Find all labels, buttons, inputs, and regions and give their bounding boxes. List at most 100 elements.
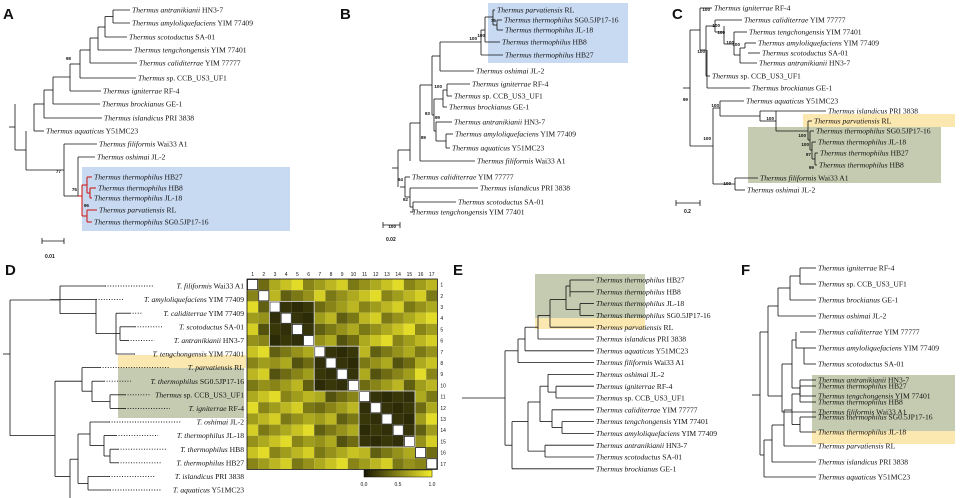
matrix-row-index: 10 bbox=[440, 383, 446, 389]
heatmap-cell bbox=[258, 379, 270, 391]
taxon-label: Thermus sp. CCB_US3_UF1 bbox=[155, 390, 244, 399]
heatmap-cell bbox=[347, 368, 359, 380]
taxon-strain: SG0.5JP17-16 bbox=[198, 377, 244, 386]
heatmap-cell bbox=[336, 435, 348, 447]
matrix-row-index: 15 bbox=[440, 439, 446, 445]
taxon-label: Thermus amyloliquefaciens YIM 77409 bbox=[596, 429, 717, 438]
taxon-label: Thermus scotoductus SA-01 bbox=[129, 33, 215, 42]
heatmap-cell bbox=[359, 413, 371, 425]
bootstrap-value: 100 bbox=[726, 40, 734, 45]
panel-label-C: C bbox=[672, 6, 683, 23]
taxon-strain: Wai33 A1 bbox=[533, 157, 565, 166]
taxon-label: Thermus igniterrae RF-4 bbox=[714, 4, 791, 13]
taxon-species: Thermus igniterrae bbox=[818, 264, 877, 273]
heatmap-cell bbox=[247, 312, 259, 324]
heatmap-cell bbox=[269, 458, 281, 470]
matrix-column-index: 11 bbox=[362, 272, 367, 278]
heatmap-cell bbox=[291, 290, 303, 302]
matrix-row-index: 6 bbox=[440, 339, 443, 345]
heatmap-cell bbox=[247, 357, 259, 369]
taxon-species: Thermus amyloliquefaciens bbox=[596, 429, 680, 438]
taxon-species: Thermus thermophilus bbox=[818, 138, 887, 147]
taxon-label: Thermus filiformis Wai33 A1 bbox=[477, 157, 566, 166]
heatmap-cell bbox=[247, 424, 259, 436]
taxon-strain: RL bbox=[232, 363, 244, 372]
scale-label: 0.02 bbox=[386, 237, 396, 243]
taxon-label: Thermus thermophilus SG0.5JP17-16 bbox=[596, 311, 711, 320]
taxon-strain: JL-2 bbox=[800, 186, 816, 195]
matrix-row-index: 8 bbox=[440, 361, 443, 367]
taxon-label: Thermus filiformis Wai33 A1 bbox=[99, 140, 188, 149]
taxon-strain: JL-2 bbox=[228, 418, 244, 427]
heatmap-diagonal-cell bbox=[381, 413, 393, 425]
colorbar-segment bbox=[386, 470, 389, 477]
taxon-species: Thermus antranikianii bbox=[132, 6, 200, 15]
taxon-label: Thermus thermophilus SG0.5JP17-16 bbox=[818, 413, 933, 422]
heatmap-cell bbox=[303, 290, 315, 302]
heatmap-cell bbox=[280, 290, 292, 302]
heatmap-cell bbox=[415, 424, 427, 436]
bootstrap-value: 100 bbox=[717, 30, 725, 35]
taxon-species: Thermus tengchongensis bbox=[749, 28, 824, 37]
heatmap-cell bbox=[269, 435, 281, 447]
taxon-species: Thermus igniterrae bbox=[714, 4, 773, 13]
heatmap-cell bbox=[258, 323, 270, 335]
heatmap-cell bbox=[280, 357, 292, 369]
taxon-species: Thermus brockianus bbox=[102, 100, 164, 109]
heatmap-cell bbox=[347, 290, 359, 302]
taxon-species: Thermus parvatiensis bbox=[497, 6, 563, 15]
heatmap-cell bbox=[303, 435, 315, 447]
bootstrap-value: 100 bbox=[469, 36, 477, 41]
heatmap-cell bbox=[381, 379, 393, 391]
taxon-strain: HN3-7 bbox=[886, 376, 909, 385]
panel-label-F: F bbox=[741, 262, 750, 279]
heatmap-cell bbox=[403, 458, 415, 470]
taxon-strain: YIM 77401 bbox=[209, 46, 246, 55]
clade-highlight-green bbox=[812, 375, 955, 431]
taxon-label: Thermus filiformis Wai33 A1 bbox=[596, 358, 685, 367]
taxon-label: Thermus amyloliquefaciens YIM 77409 bbox=[132, 19, 253, 28]
heatmap-cell bbox=[280, 379, 292, 391]
taxon-strain: YIM 77409 bbox=[216, 19, 253, 28]
taxon-label: Thermus sp. CCB_US3_UF1 bbox=[454, 92, 543, 101]
taxon-label: Thermus scotoductus SA-01 bbox=[458, 198, 544, 207]
taxon-species: Thermus thermophilus bbox=[596, 287, 665, 296]
taxon-species: Thermus brockianus bbox=[818, 296, 880, 305]
taxon-strain: YIM 77401 bbox=[487, 208, 524, 217]
bootstrap-value: 100 bbox=[798, 133, 806, 138]
taxon-strain: sp. CCB_US3_UF1 bbox=[481, 92, 543, 101]
heatmap-cell bbox=[325, 290, 337, 302]
taxon-species: Thermus oshimai bbox=[747, 186, 800, 195]
taxon-species: Thermus amyloliquefaciens bbox=[455, 130, 539, 139]
taxon-label: Thermus islandicus PRI 3838 bbox=[828, 107, 918, 116]
heatmap-cell bbox=[381, 301, 393, 313]
taxon-strain: Y51MC23 bbox=[210, 486, 244, 495]
taxon-label: Thermus igniterrae RF-4 bbox=[818, 264, 895, 273]
taxon-species: Thermus bbox=[596, 394, 623, 403]
taxon-strain: HB27 bbox=[574, 51, 594, 60]
heatmap-cell bbox=[280, 447, 292, 459]
colorbar-tick: 1.0 bbox=[429, 482, 436, 488]
colorbar-segment bbox=[380, 470, 383, 477]
taxon-strain: JL-2 bbox=[150, 153, 166, 162]
colorbar-segment bbox=[408, 470, 411, 477]
taxon-species: Thermus parvatiensis bbox=[818, 442, 884, 451]
taxon-label: Thermus parvatiensis RL bbox=[99, 206, 177, 215]
taxon-strain: Wai33 A1 bbox=[155, 140, 187, 149]
heatmap-diagonal-cell bbox=[291, 323, 303, 335]
heatmap-cell bbox=[336, 290, 348, 302]
taxon-label: Thermus amyloliquefaciens YIM 77409 bbox=[758, 39, 879, 48]
taxon-strain: YIM 77409 bbox=[842, 39, 879, 48]
bootstrap-value: 100 bbox=[711, 103, 719, 108]
heatmap-diagonal-cell bbox=[370, 402, 382, 414]
taxon-strain: RL bbox=[165, 206, 177, 215]
heatmap-cell bbox=[392, 368, 404, 380]
taxon-strain: YIM 77409 bbox=[539, 130, 576, 139]
colorbar-segment bbox=[368, 470, 371, 477]
heatmap-cell bbox=[426, 402, 438, 414]
taxon-label: T. oshimai JL-2 bbox=[197, 418, 245, 427]
heatmap-cell bbox=[258, 402, 270, 414]
taxon-species: Thermus bbox=[138, 74, 165, 83]
taxon-label: Thermus caliditerrae YIM 77777 bbox=[139, 59, 241, 68]
heatmap-cell bbox=[392, 357, 404, 369]
